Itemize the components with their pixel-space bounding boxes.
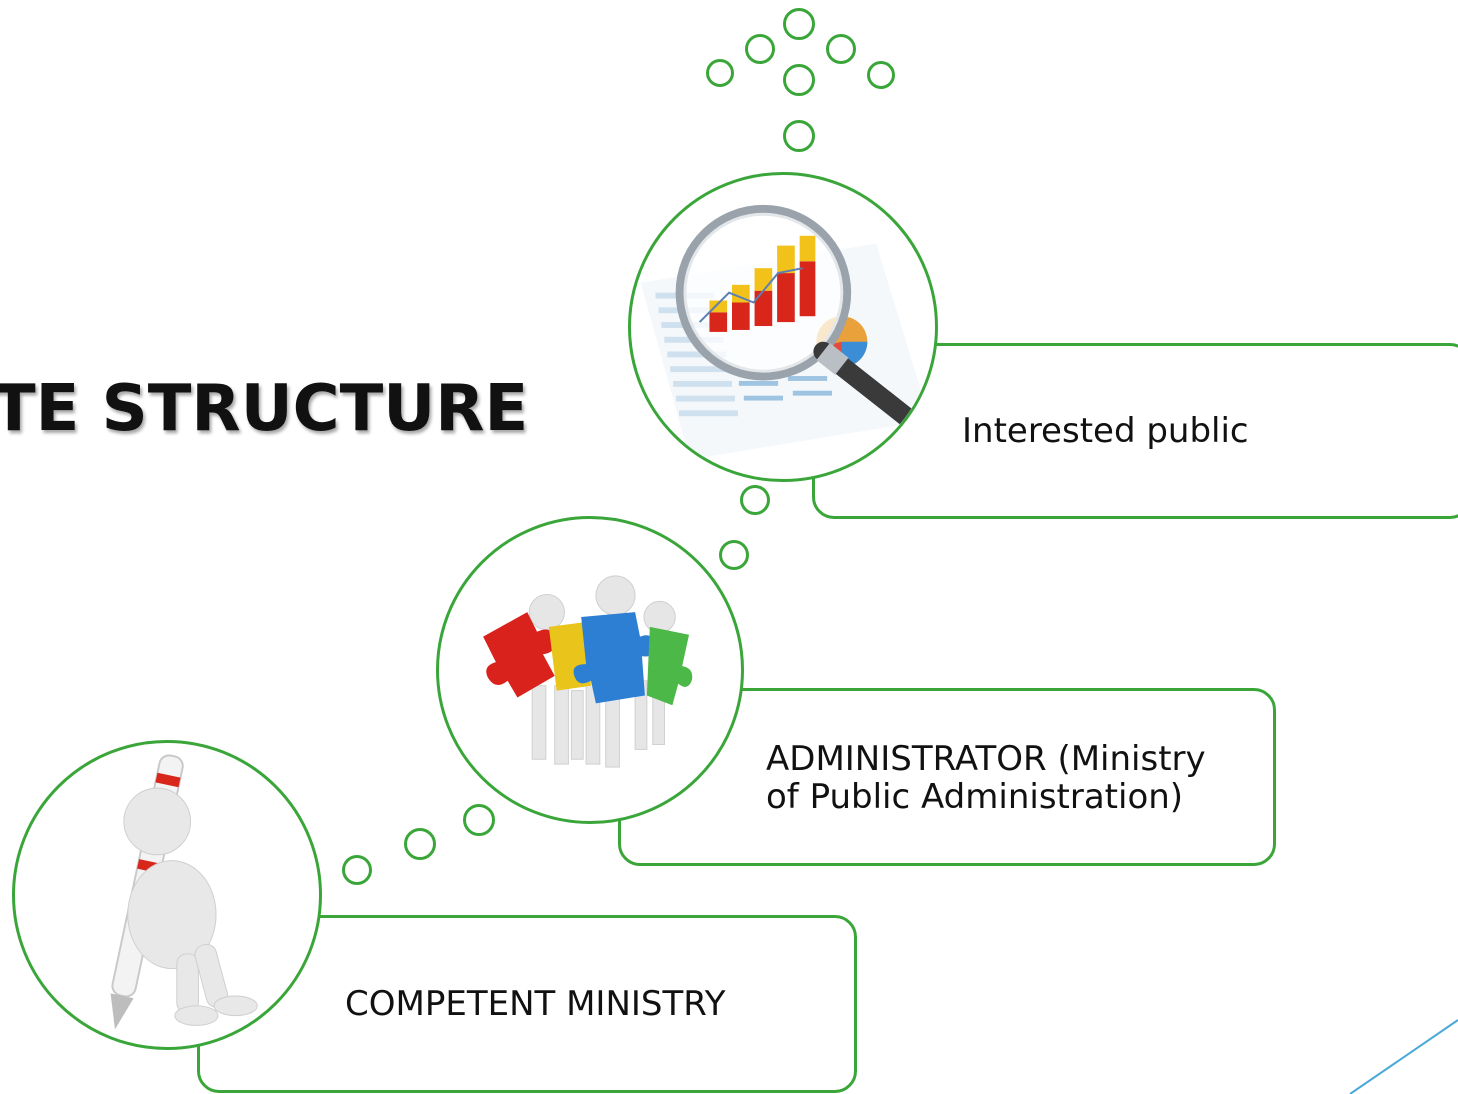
magnifier-chart-icon	[640, 204, 931, 460]
bubble	[783, 64, 815, 96]
puzzle-team-icon	[483, 575, 693, 768]
level-circle-interested-public	[628, 172, 938, 482]
level-label-competent-ministry: COMPETENT MINISTRY	[345, 984, 726, 1024]
level-label-administrator: ADMINISTRATOR (Ministry of Public Admini…	[766, 740, 1206, 816]
bubble	[706, 59, 734, 87]
bubble	[867, 61, 895, 89]
bubble	[783, 8, 815, 40]
bubble	[463, 804, 495, 836]
level-label-administrator-line2: of Public Administration)	[766, 777, 1184, 817]
level-label-interested-public: Interested public	[962, 411, 1249, 451]
bubble	[745, 34, 775, 64]
slide-title: TE STRUCTURE	[0, 372, 529, 446]
bubble	[826, 34, 856, 64]
level-label-administrator-line1: ADMINISTRATOR (Ministry	[766, 739, 1206, 779]
bubble	[719, 540, 749, 570]
bubble	[783, 120, 815, 152]
bubble	[404, 828, 436, 860]
person-with-pen-icon	[110, 754, 258, 1030]
level-circle-competent-ministry	[12, 740, 322, 1050]
bubble	[342, 855, 372, 885]
bubble	[740, 485, 770, 515]
level-circle-administrator	[436, 516, 744, 824]
